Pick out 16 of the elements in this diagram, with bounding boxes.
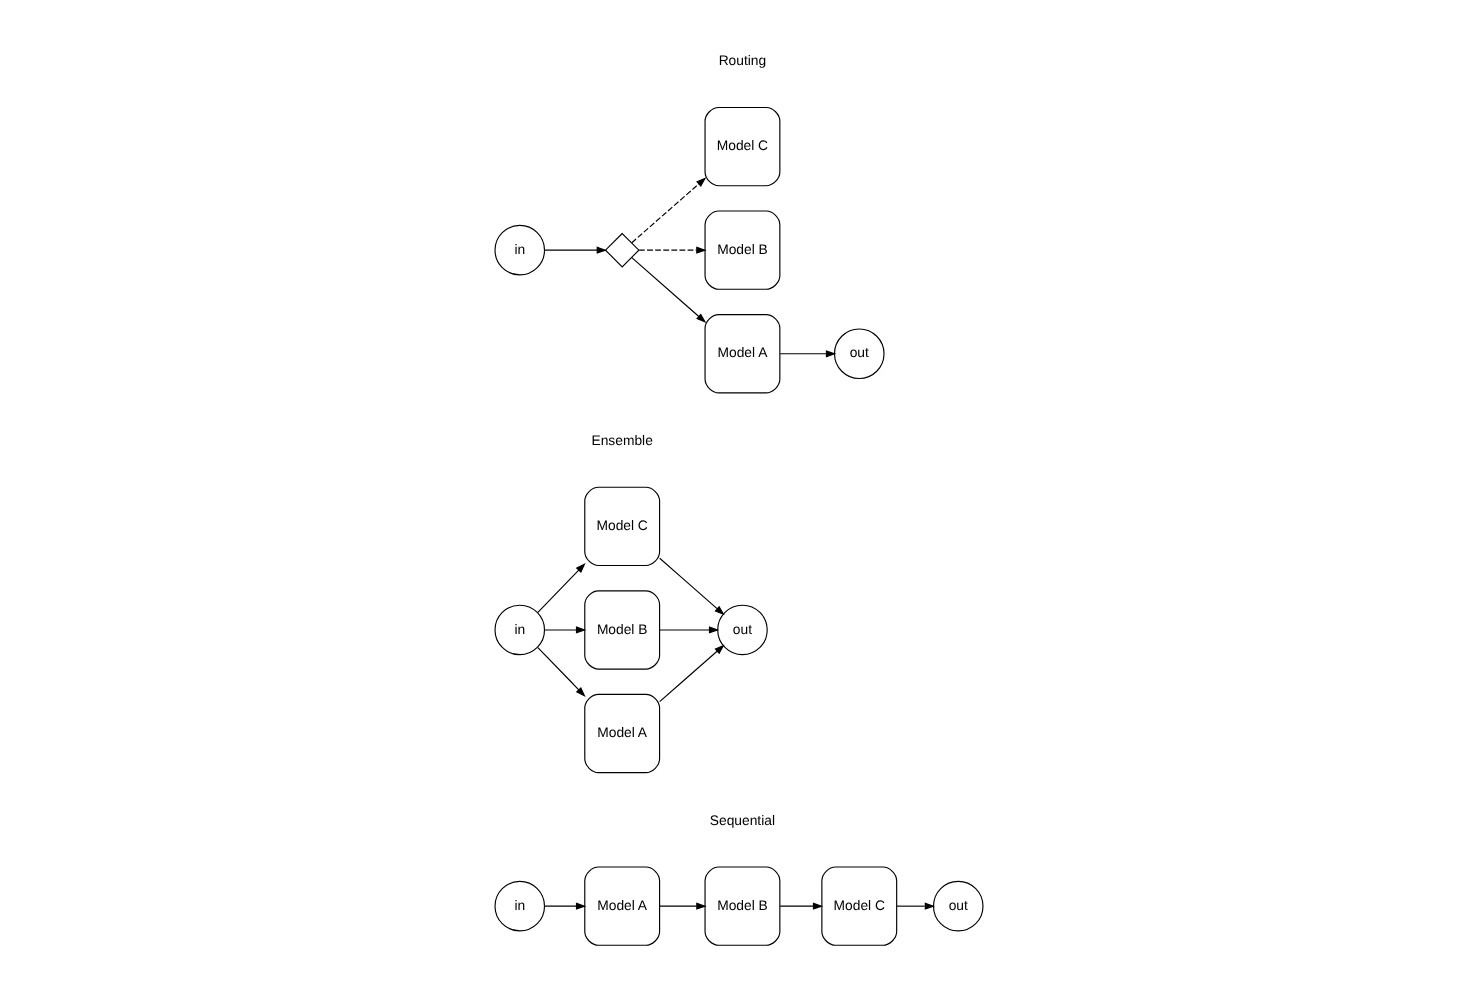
arrow <box>631 177 707 244</box>
arrow <box>659 626 720 634</box>
arrow <box>638 246 707 254</box>
arrow <box>537 563 586 613</box>
arrow <box>659 902 707 910</box>
arrow <box>544 626 587 634</box>
arrow <box>537 646 586 697</box>
arrow <box>779 350 837 358</box>
arrow <box>544 902 587 910</box>
arrow <box>631 257 707 323</box>
arrow <box>659 557 725 616</box>
arrow <box>896 902 936 910</box>
arrow <box>544 246 607 254</box>
arrow <box>779 902 824 910</box>
arrow <box>659 644 725 703</box>
node-diamond <box>604 232 640 268</box>
